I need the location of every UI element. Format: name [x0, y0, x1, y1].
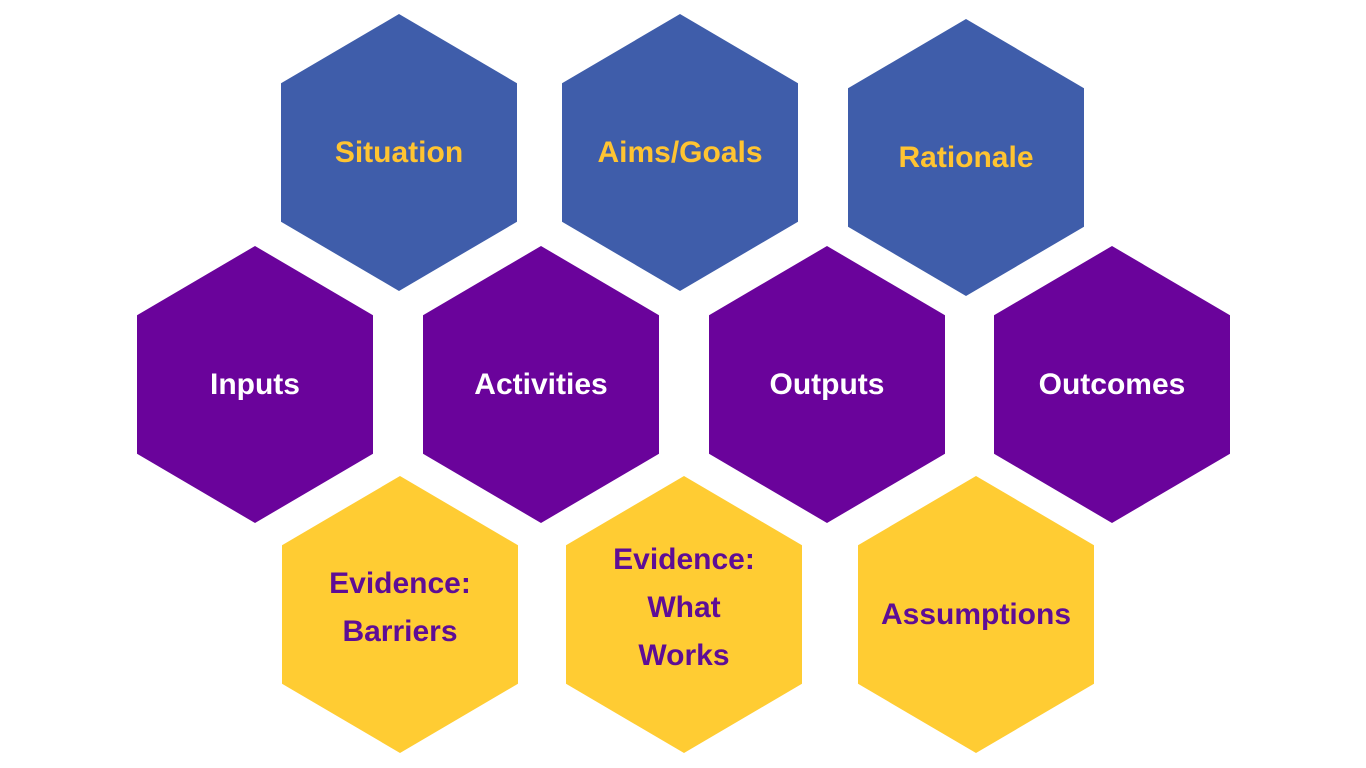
hexagon-outputs: Outputs	[709, 246, 945, 523]
hexagon-activities: Activities	[423, 246, 659, 523]
hexagon-outcomes: Outcomes	[994, 246, 1230, 523]
hexagon-evidence-barriers: Evidence: Barriers	[282, 476, 518, 753]
hexagon-inputs-label: Inputs	[210, 367, 300, 401]
hexagon-assumptions: Assumptions	[858, 476, 1094, 753]
hexagon-outcomes-label: Outcomes	[1038, 367, 1186, 401]
hexagon-situation: Situation	[281, 14, 517, 291]
hexagon-evidence-what-works-label: Evidence: What Works	[613, 542, 755, 672]
hexagon-activities-label: Activities	[474, 367, 608, 401]
hexagon-aims-goals-label: Aims/Goals	[597, 135, 763, 169]
hexagon-evidence-barriers-label: Evidence: Barriers	[329, 566, 471, 648]
hexagon-aims-goals: Aims/Goals	[562, 14, 798, 291]
hexagon-assumptions-label: Assumptions	[880, 597, 1072, 631]
hexagon-outputs-label: Outputs	[769, 367, 885, 401]
hexagon-evidence-what-works: Evidence: What Works	[566, 476, 802, 753]
hexagon-inputs: Inputs	[137, 246, 373, 523]
hexagon-rationale: Rationale	[848, 19, 1084, 296]
hexagon-situation-label: Situation	[334, 135, 464, 169]
hexagon-rationale-label: Rationale	[898, 140, 1034, 174]
